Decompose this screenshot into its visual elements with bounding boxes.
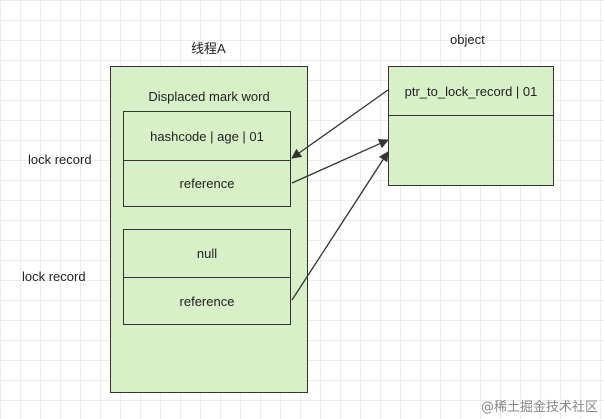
lock-record-box-1: hashcode | age | 01 reference [123, 111, 291, 207]
displaced-mark-word-label: Displaced mark word [148, 89, 270, 104]
object-box: ptr_to_lock_record | 01 [388, 66, 554, 186]
lock-record-label-1: lock record [28, 152, 92, 167]
lock-record-label-2: lock record [22, 269, 86, 284]
object-title: object [450, 32, 485, 47]
object-body [389, 115, 553, 185]
lock-record-1-reference: reference [124, 160, 290, 206]
object-mark-word: ptr_to_lock_record | 01 [404, 83, 538, 99]
lock-record-2-mark-word: null [196, 246, 218, 261]
watermark: @稀土掘金技术社区 [480, 400, 598, 415]
lock-record-1-mark-word: hashcode | age | 01 [150, 128, 264, 144]
lock-record-2-reference: reference [124, 277, 290, 324]
thread-title: 线程A [191, 41, 226, 56]
lock-record-box-2: null reference [123, 229, 291, 325]
